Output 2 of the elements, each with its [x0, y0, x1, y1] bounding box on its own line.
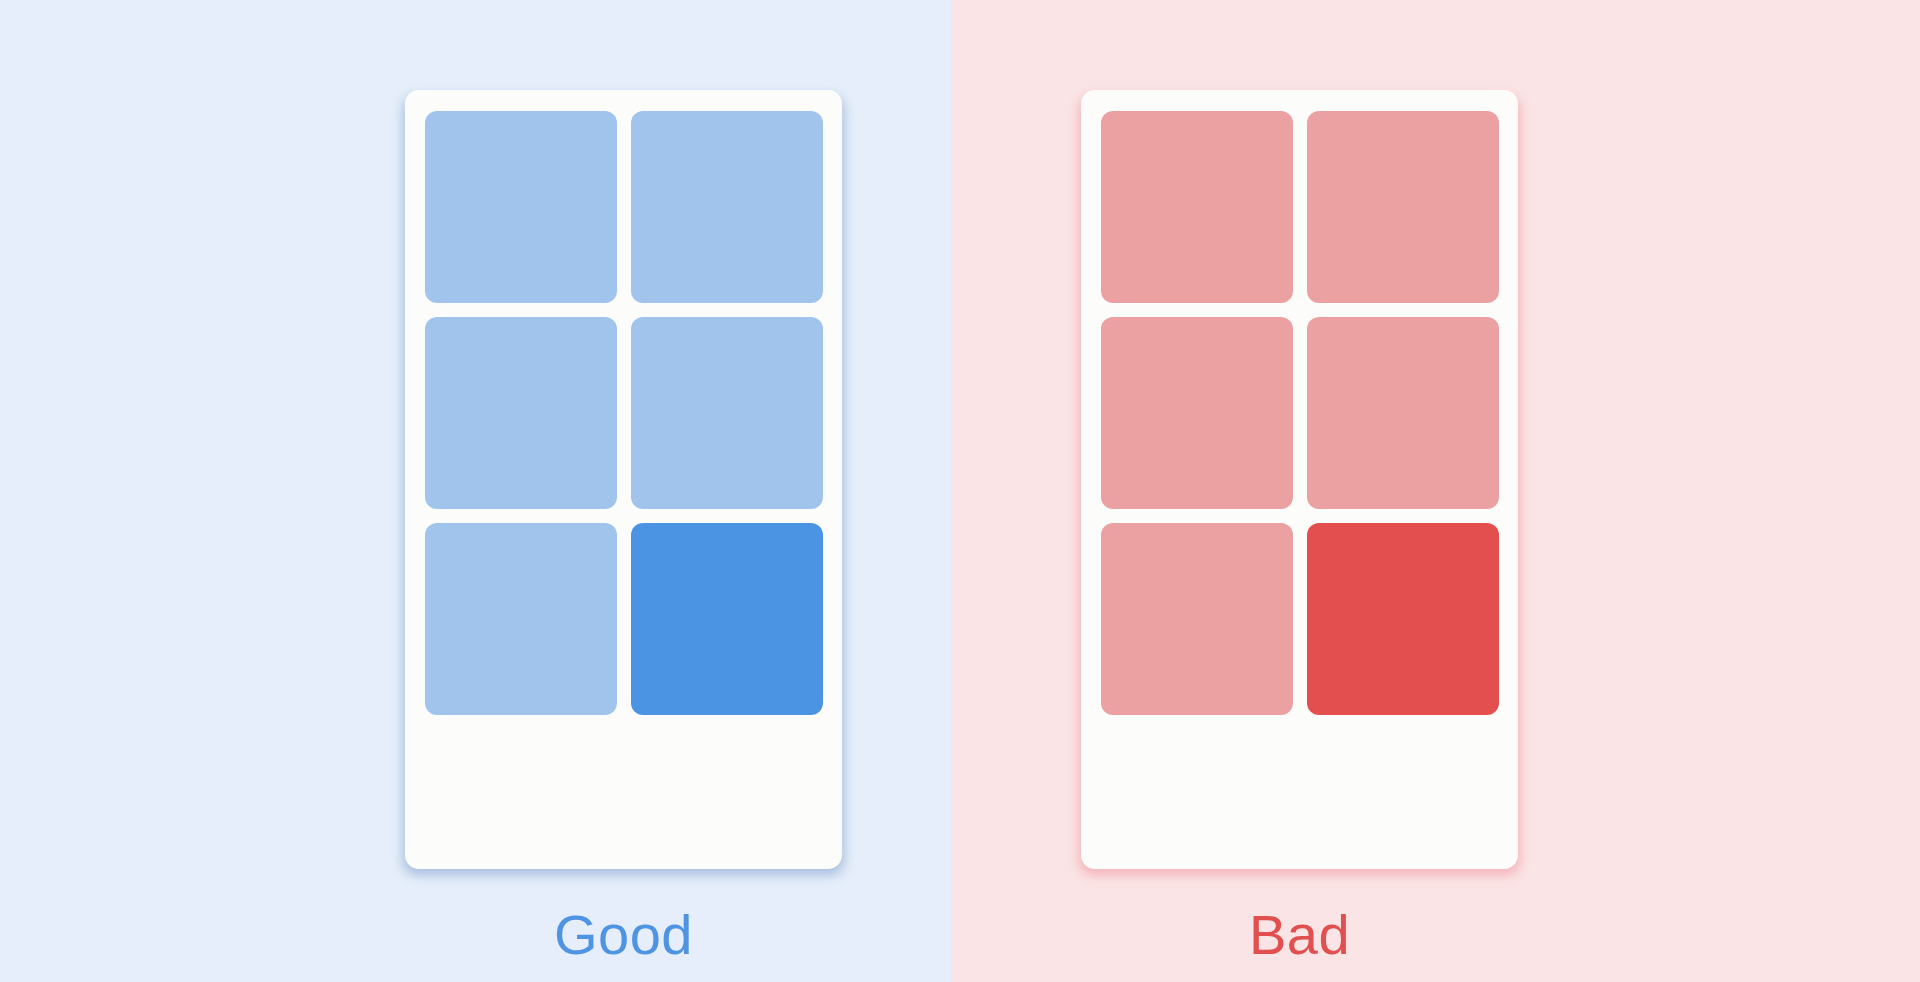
verdict-label: Bad [1248, 907, 1351, 963]
verdict-label: Good [554, 907, 693, 963]
